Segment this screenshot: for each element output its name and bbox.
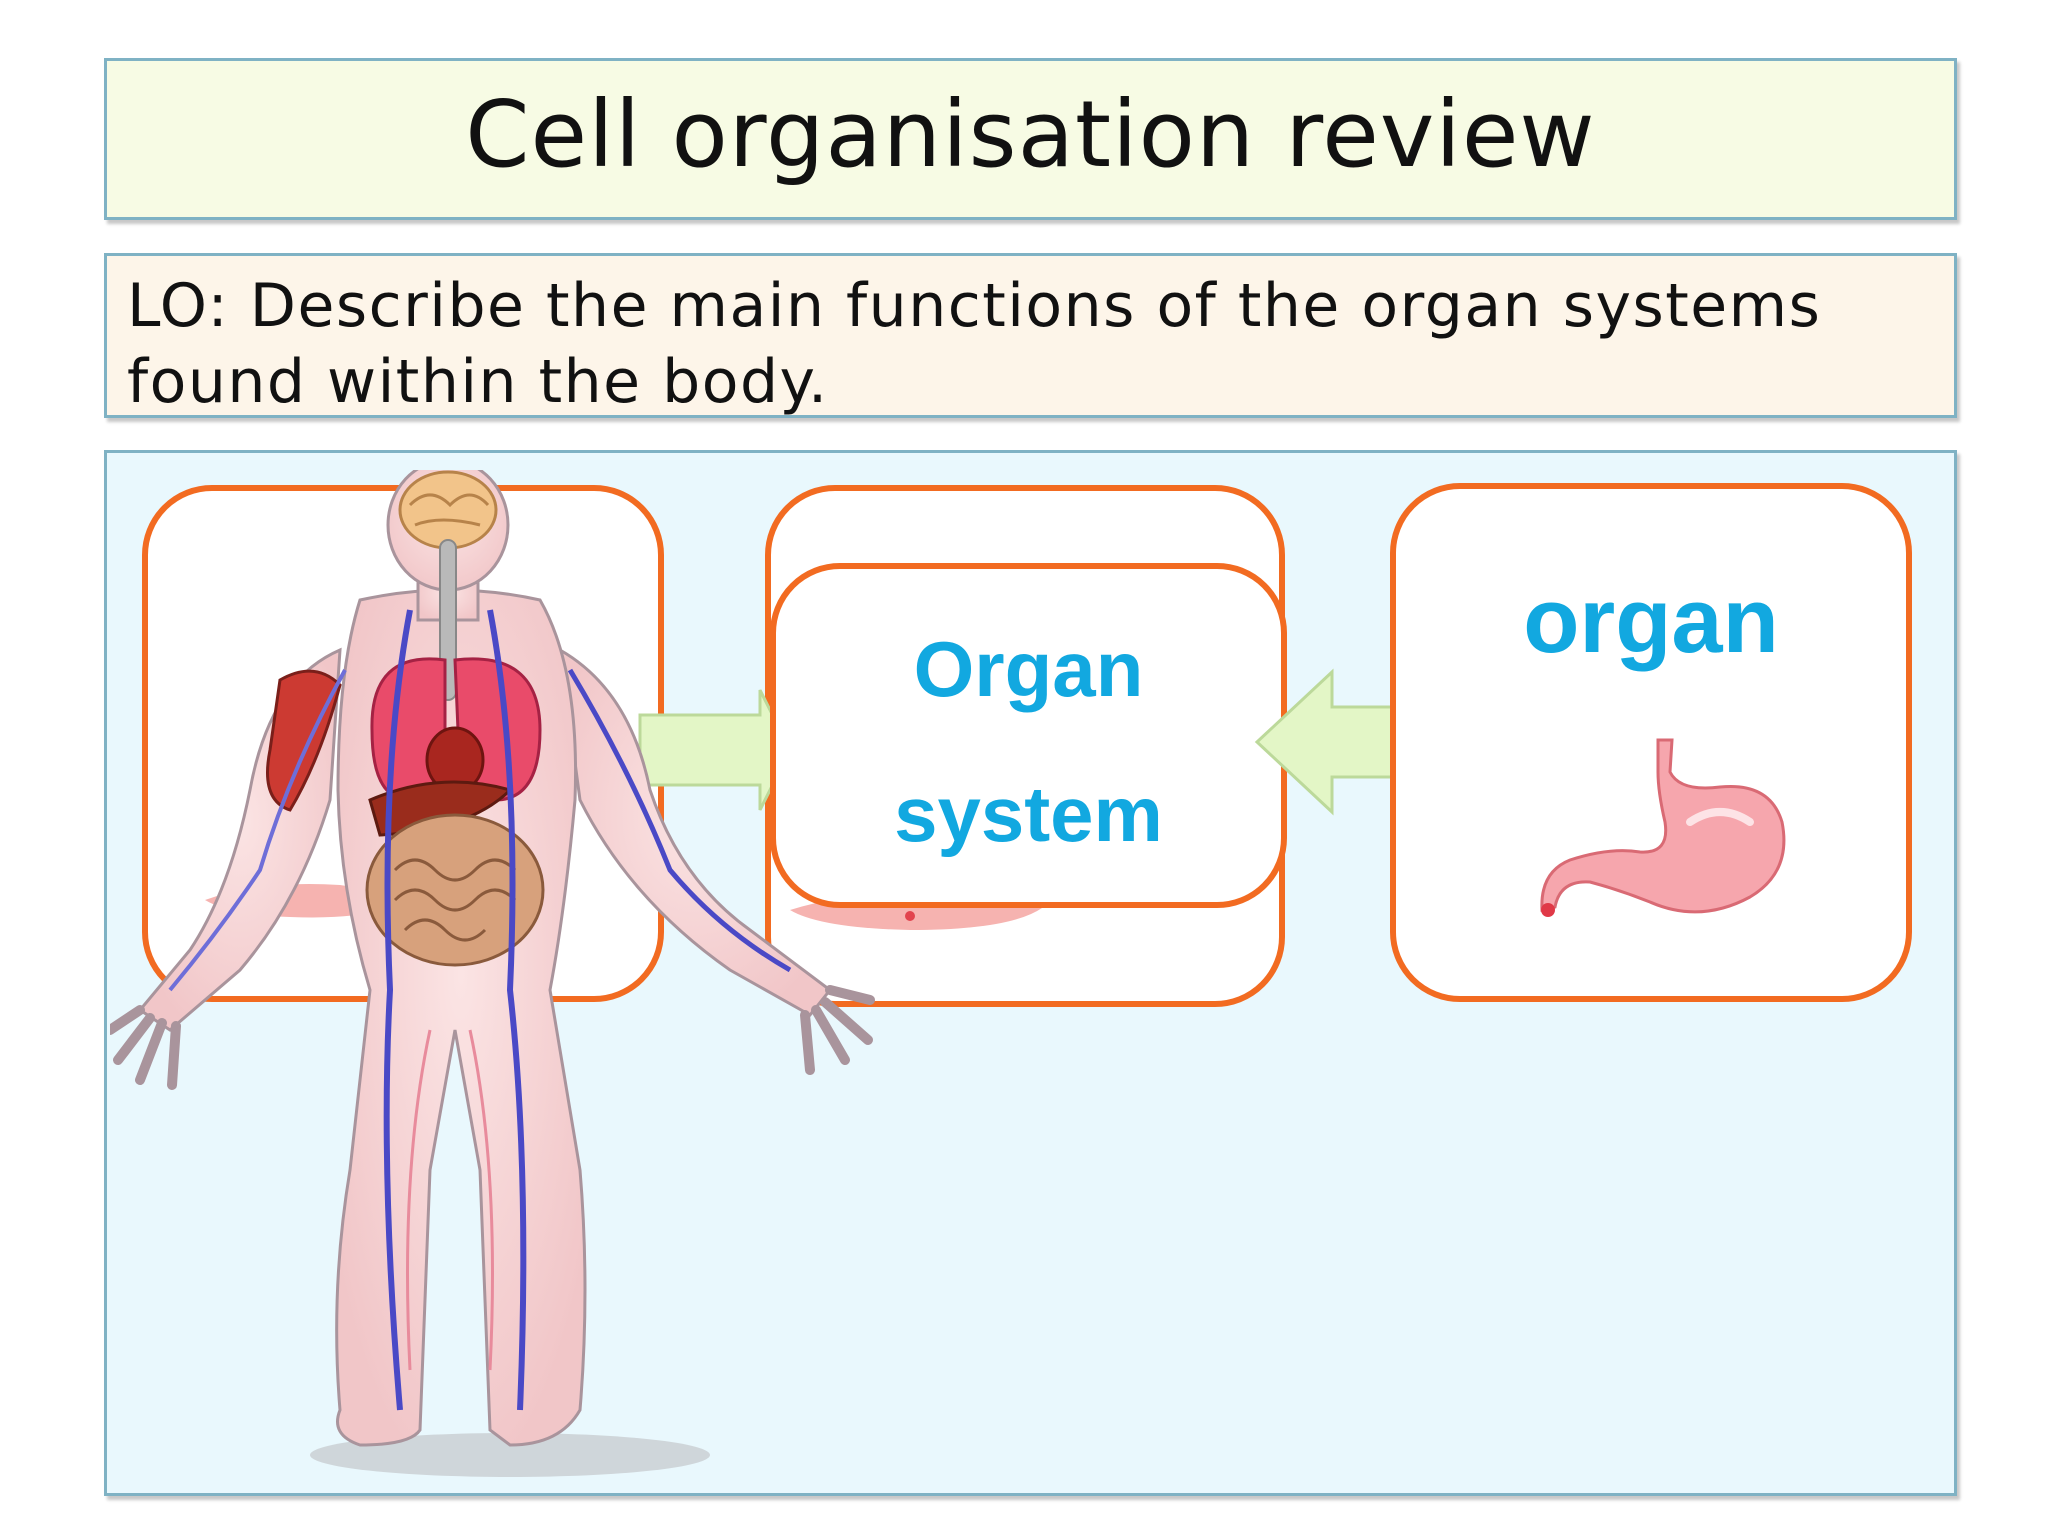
organ-system-label-line2: system bbox=[894, 770, 1163, 858]
slide-title: Cell organisation review bbox=[465, 81, 1596, 188]
organ-card: organ bbox=[1390, 483, 1912, 1002]
stomach-icon bbox=[1540, 738, 1786, 917]
title-box: Cell organisation review bbox=[104, 58, 1957, 220]
organ-system-card: Organ system bbox=[770, 563, 1287, 908]
organ-system-label-line1: Organ bbox=[913, 625, 1144, 713]
learning-objective-text: LO: Describe the main functions of the o… bbox=[127, 271, 1822, 417]
human-body-icon bbox=[110, 470, 875, 1477]
learning-objective-box: LO: Describe the main functions of the o… bbox=[104, 253, 1957, 418]
organ-label: organ bbox=[1523, 570, 1779, 672]
